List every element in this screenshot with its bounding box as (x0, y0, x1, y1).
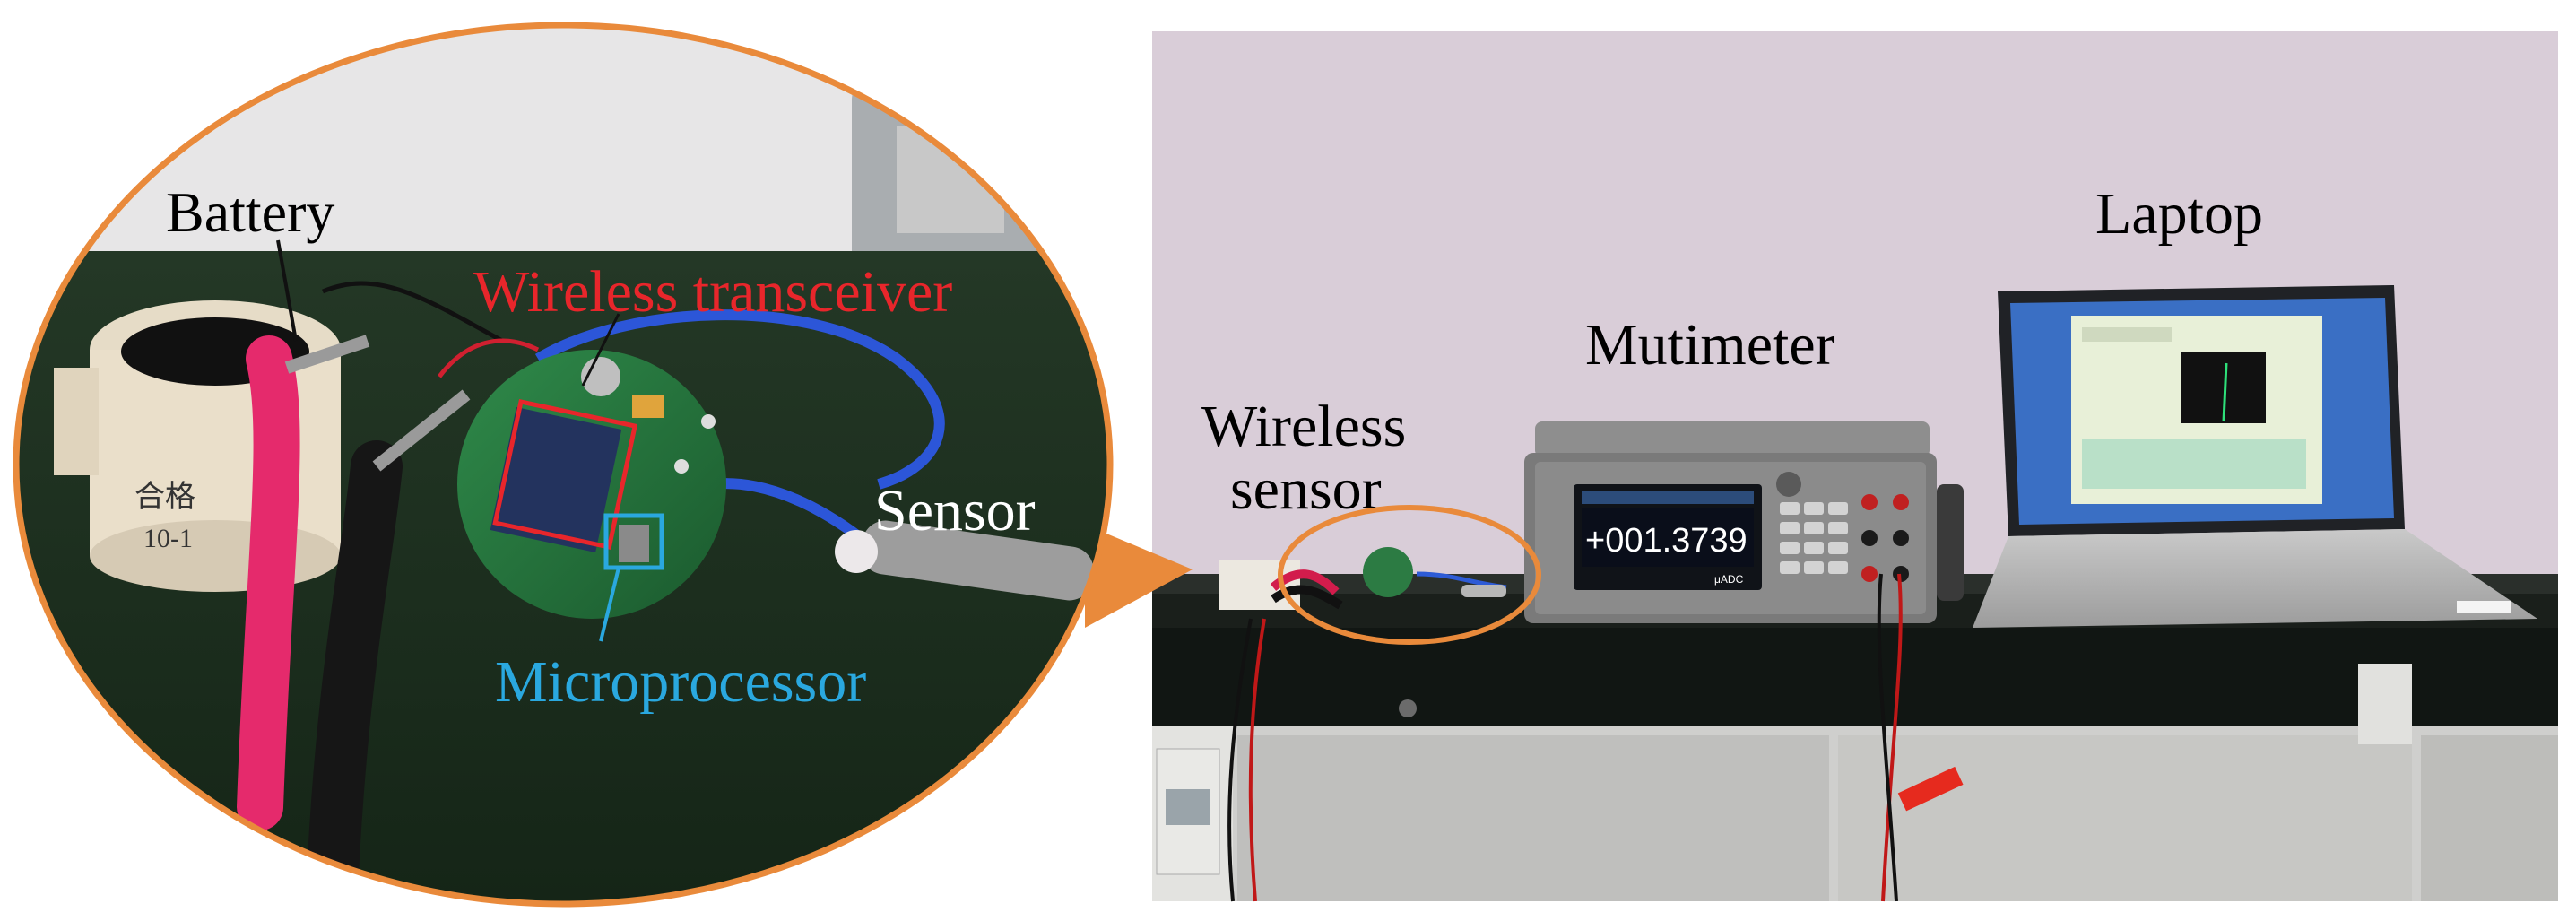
microprocessor-label: Microprocessor (495, 649, 867, 715)
sensor-label: Sensor (874, 478, 1036, 543)
battery-leader (276, 239, 298, 342)
laptop-label: Laptop (2095, 181, 2263, 247)
microprocessor-leader (599, 567, 620, 642)
transceiver-leader (581, 313, 620, 387)
holder-label-1: 合格 (134, 479, 195, 515)
laptop (1973, 285, 2537, 628)
battery-label: Battery (166, 180, 335, 244)
bench-callout-oval (1278, 505, 1541, 645)
wireless-sensor-label-line1: Wireless (1201, 394, 1407, 459)
callout-pointer (1085, 525, 1193, 628)
bench-photo: +001.3739 μADC (1152, 31, 2558, 902)
mutimeter-label: Mutimeter (1585, 312, 1835, 378)
wireless-sensor-label-line2: sensor (1230, 456, 1382, 522)
multimeter-reading: +001.3739 (1585, 522, 1748, 560)
transceiver-box (492, 399, 638, 550)
microprocessor-box (603, 513, 664, 570)
zoom-oval-border (13, 22, 1114, 908)
multimeter-unit: μADC (1714, 573, 1744, 586)
wireless-transceiver-label: Wireless transceiver (473, 259, 953, 325)
zoom-photo: 合格 10-1 (16, 25, 1110, 904)
multimeter: +001.3739 μADC (1524, 421, 1964, 623)
holder-label-2: 10-1 (143, 524, 193, 553)
